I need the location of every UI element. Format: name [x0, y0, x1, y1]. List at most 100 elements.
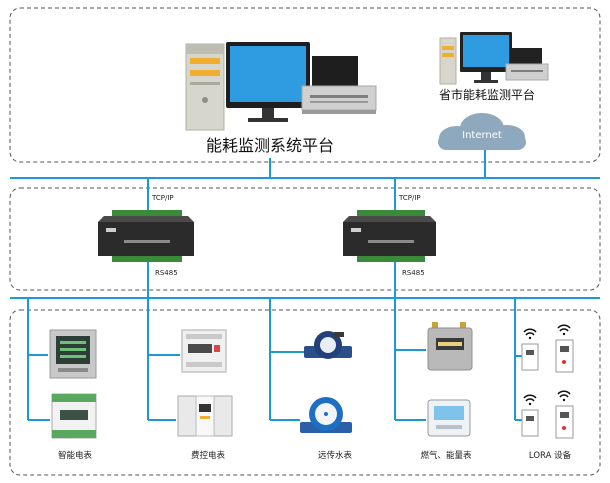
gateway-top-face: [343, 216, 436, 222]
gas-meter-inlet: [432, 322, 438, 328]
wifi-icon-dot: [528, 402, 532, 406]
gateway-logo: [351, 228, 361, 232]
wifi-icon: [523, 394, 537, 402]
monitor-stand: [262, 108, 274, 118]
gateway-nameplate: [368, 240, 414, 243]
gateway-body: [343, 222, 436, 256]
tower-case: [185, 43, 225, 131]
device-label-gas-meter: 燃气、能量表: [420, 450, 472, 461]
heat-meter-display: [434, 406, 464, 420]
lora-node-display: [526, 416, 534, 421]
gateway-terminal-top: [112, 210, 182, 216]
monitor-base: [248, 118, 288, 122]
drive-bay: [190, 70, 220, 76]
lora-device-icon: [521, 324, 574, 439]
internet-cloud-icon: [438, 113, 526, 150]
gateway-terminal-top: [357, 210, 425, 216]
drive-bay: [190, 58, 220, 64]
device-label-water-meter: 远传水表: [318, 450, 353, 461]
display-row: [60, 355, 86, 358]
branch-prepaid-meter: [147, 298, 180, 421]
branch-smart-meter: [27, 298, 50, 421]
second-monitor: [312, 56, 358, 86]
display-row: [60, 341, 86, 344]
prepaid-meter-indicator: [214, 345, 220, 352]
gateway-logo: [106, 228, 116, 232]
device-label-prepaid-meter: 费控电表: [191, 450, 226, 461]
display-row: [60, 348, 86, 351]
water-meter-transmitter: [334, 332, 344, 337]
device-label-lora-device: LORA 设备: [529, 450, 572, 461]
lora-node-display: [526, 350, 534, 355]
power-button: [202, 97, 208, 103]
din-meter-terminals: [52, 394, 96, 402]
din-meter-terminals: [52, 430, 96, 438]
cloud-base: [438, 134, 526, 150]
lora-node-display: [560, 412, 569, 418]
panel-meter-buttons: [58, 368, 88, 372]
rs485-label: RS485: [155, 269, 178, 277]
drive-bay: [442, 46, 454, 50]
main-workstation-icon: [185, 42, 377, 131]
gas-meter-outlet: [460, 322, 466, 328]
wifi-icon-dot: [562, 332, 566, 336]
lora-node-body: [555, 405, 574, 439]
gateway-body: [98, 222, 194, 256]
wifi-icon: [523, 328, 537, 336]
monitor-screen: [463, 35, 509, 67]
gateway-nameplate: [124, 240, 170, 243]
lora-node-body: [521, 409, 539, 437]
gateway-terminal-bottom: [357, 256, 425, 262]
drive-slot: [190, 82, 220, 85]
server-vent: [310, 95, 368, 98]
second-monitor: [512, 48, 542, 65]
drive-bay: [442, 53, 454, 57]
server-vent: [511, 70, 543, 72]
gateway-terminal-bottom: [112, 256, 182, 262]
lora-node-body: [555, 339, 574, 373]
server-vent: [310, 101, 368, 103]
rail-meter-display: [199, 404, 211, 412]
monitor-screen: [230, 46, 306, 102]
internet-label: Internet: [462, 130, 502, 141]
device-label-smart-meter: 智能电表: [58, 450, 93, 461]
tower-top: [186, 44, 224, 54]
gas-meter-icon: [427, 322, 473, 437]
wifi-icon-dot: [562, 398, 566, 402]
tcp-ip-label: TCP/IP: [398, 194, 421, 202]
wifi-icon: [557, 324, 571, 332]
rail-meter-label: [200, 416, 210, 419]
lora-node-body: [521, 343, 539, 371]
wifi-icon-dot: [528, 336, 532, 340]
prepaid-meter-icon: [177, 329, 233, 437]
monitor-base: [474, 80, 498, 83]
gateway-device-icon: [98, 210, 194, 262]
main-platform-label: 能耗监测系统平台: [206, 136, 334, 155]
water-meter-icon: [300, 331, 352, 433]
din-meter-display: [60, 410, 88, 420]
heat-meter-label: [436, 425, 462, 429]
tower-case: [439, 37, 457, 85]
prepaid-meter-terminals: [186, 334, 222, 339]
smart-meter-icon: [49, 329, 97, 439]
gateway-device-icon: [343, 210, 436, 262]
network-lines: [10, 150, 600, 421]
server-base: [302, 110, 376, 114]
water-meter-dial: [320, 337, 336, 353]
lora-node-indicator: [562, 426, 566, 430]
gateway-top-face: [98, 216, 194, 222]
prepaid-meter-display: [188, 344, 212, 353]
wifi-icon: [557, 390, 571, 398]
gateway-section-frame: [9, 187, 601, 291]
rs485-label: RS485: [402, 269, 425, 277]
water-meter-needle: [324, 412, 328, 416]
branch-gas-meter: [394, 298, 426, 421]
lora-node-display: [560, 346, 569, 352]
branch-water-meter: [269, 298, 304, 421]
province-workstation-icon: [439, 32, 549, 85]
prepaid-meter-terminals: [186, 362, 222, 367]
lora-node-indicator: [562, 360, 566, 364]
gas-meter-counter: [438, 342, 462, 346]
province-platform-label: 省市能耗监测平台: [439, 87, 535, 102]
